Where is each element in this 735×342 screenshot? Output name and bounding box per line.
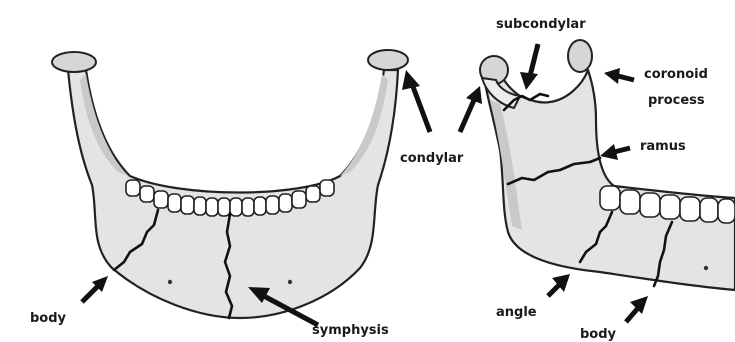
left-condyle-front bbox=[52, 52, 96, 72]
label-symphysis: symphysis bbox=[312, 323, 389, 338]
label-ramus: ramus bbox=[640, 139, 686, 154]
label-coronoid: coronoid bbox=[644, 67, 708, 82]
arrow-ramus bbox=[600, 144, 630, 160]
mental-foramen-lateral bbox=[704, 266, 708, 270]
arrow-coronoid bbox=[604, 68, 634, 84]
label-condylar: condylar bbox=[400, 151, 464, 166]
label-body-right: body bbox=[580, 327, 617, 342]
mandible-lateral-view: subcondylar coronoid process ramus angle… bbox=[480, 17, 735, 342]
mental-foramen-right bbox=[288, 280, 292, 284]
mandible-front-view: body symphysis bbox=[30, 50, 408, 338]
mental-foramen-left bbox=[168, 280, 172, 284]
coronoid-tip bbox=[568, 40, 592, 72]
arrow-angle bbox=[548, 274, 570, 296]
arrow-condylar-right bbox=[460, 86, 482, 132]
mandible-front-outline bbox=[68, 70, 398, 318]
label-angle: angle bbox=[496, 305, 537, 320]
arrow-condylar-left bbox=[402, 70, 430, 132]
arrow-subcondylar bbox=[520, 44, 538, 90]
arrow-body-left bbox=[82, 276, 108, 302]
label-subcondylar: subcondylar bbox=[496, 17, 586, 32]
right-condyle-front bbox=[368, 50, 408, 70]
condylar-callout: condylar bbox=[400, 70, 482, 166]
label-process: process bbox=[648, 93, 705, 108]
label-body-left: body bbox=[30, 311, 67, 326]
arrow-body-right bbox=[626, 296, 648, 322]
